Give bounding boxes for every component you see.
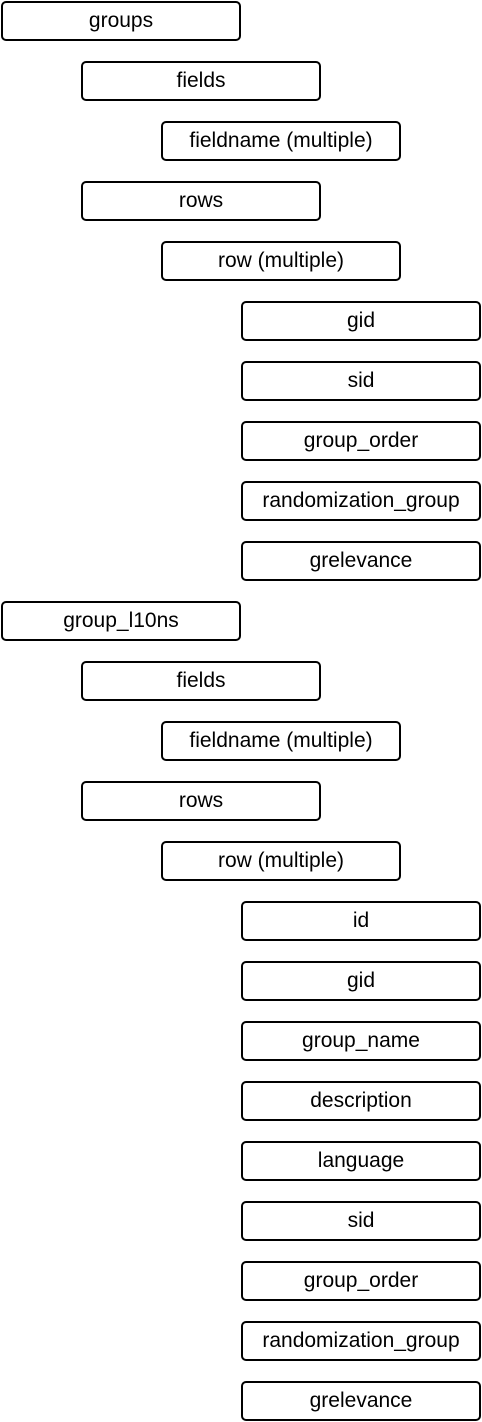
node-l10ns-rows: rows (81, 781, 321, 821)
node-l10ns-randomization-group: randomization_group (241, 1321, 481, 1361)
node-l10ns-fields: fields (81, 661, 321, 701)
node-groups-randomization-group: randomization_group (241, 481, 481, 521)
node-group-l10ns: group_l10ns (1, 601, 241, 641)
node-l10ns-grelevance: grelevance (241, 1381, 481, 1421)
node-groups: groups (1, 1, 241, 41)
node-l10ns-id: id (241, 901, 481, 941)
node-groups-fieldname-multiple: fieldname (multiple) (161, 121, 401, 161)
node-groups-fields: fields (81, 61, 321, 101)
node-l10ns-group-order: group_order (241, 1261, 481, 1301)
node-l10ns-fieldname-multiple: fieldname (multiple) (161, 721, 401, 761)
node-groups-rows: rows (81, 181, 321, 221)
node-l10ns-description: description (241, 1081, 481, 1121)
node-groups-grelevance: grelevance (241, 541, 481, 581)
node-groups-gid: gid (241, 301, 481, 341)
node-l10ns-sid: sid (241, 1201, 481, 1241)
node-l10ns-row-multiple: row (multiple) (161, 841, 401, 881)
node-groups-row-multiple: row (multiple) (161, 241, 401, 281)
node-groups-sid: sid (241, 361, 481, 401)
node-groups-group-order: group_order (241, 421, 481, 461)
node-l10ns-group-name: group_name (241, 1021, 481, 1061)
node-l10ns-gid: gid (241, 961, 481, 1001)
node-l10ns-language: language (241, 1141, 481, 1181)
